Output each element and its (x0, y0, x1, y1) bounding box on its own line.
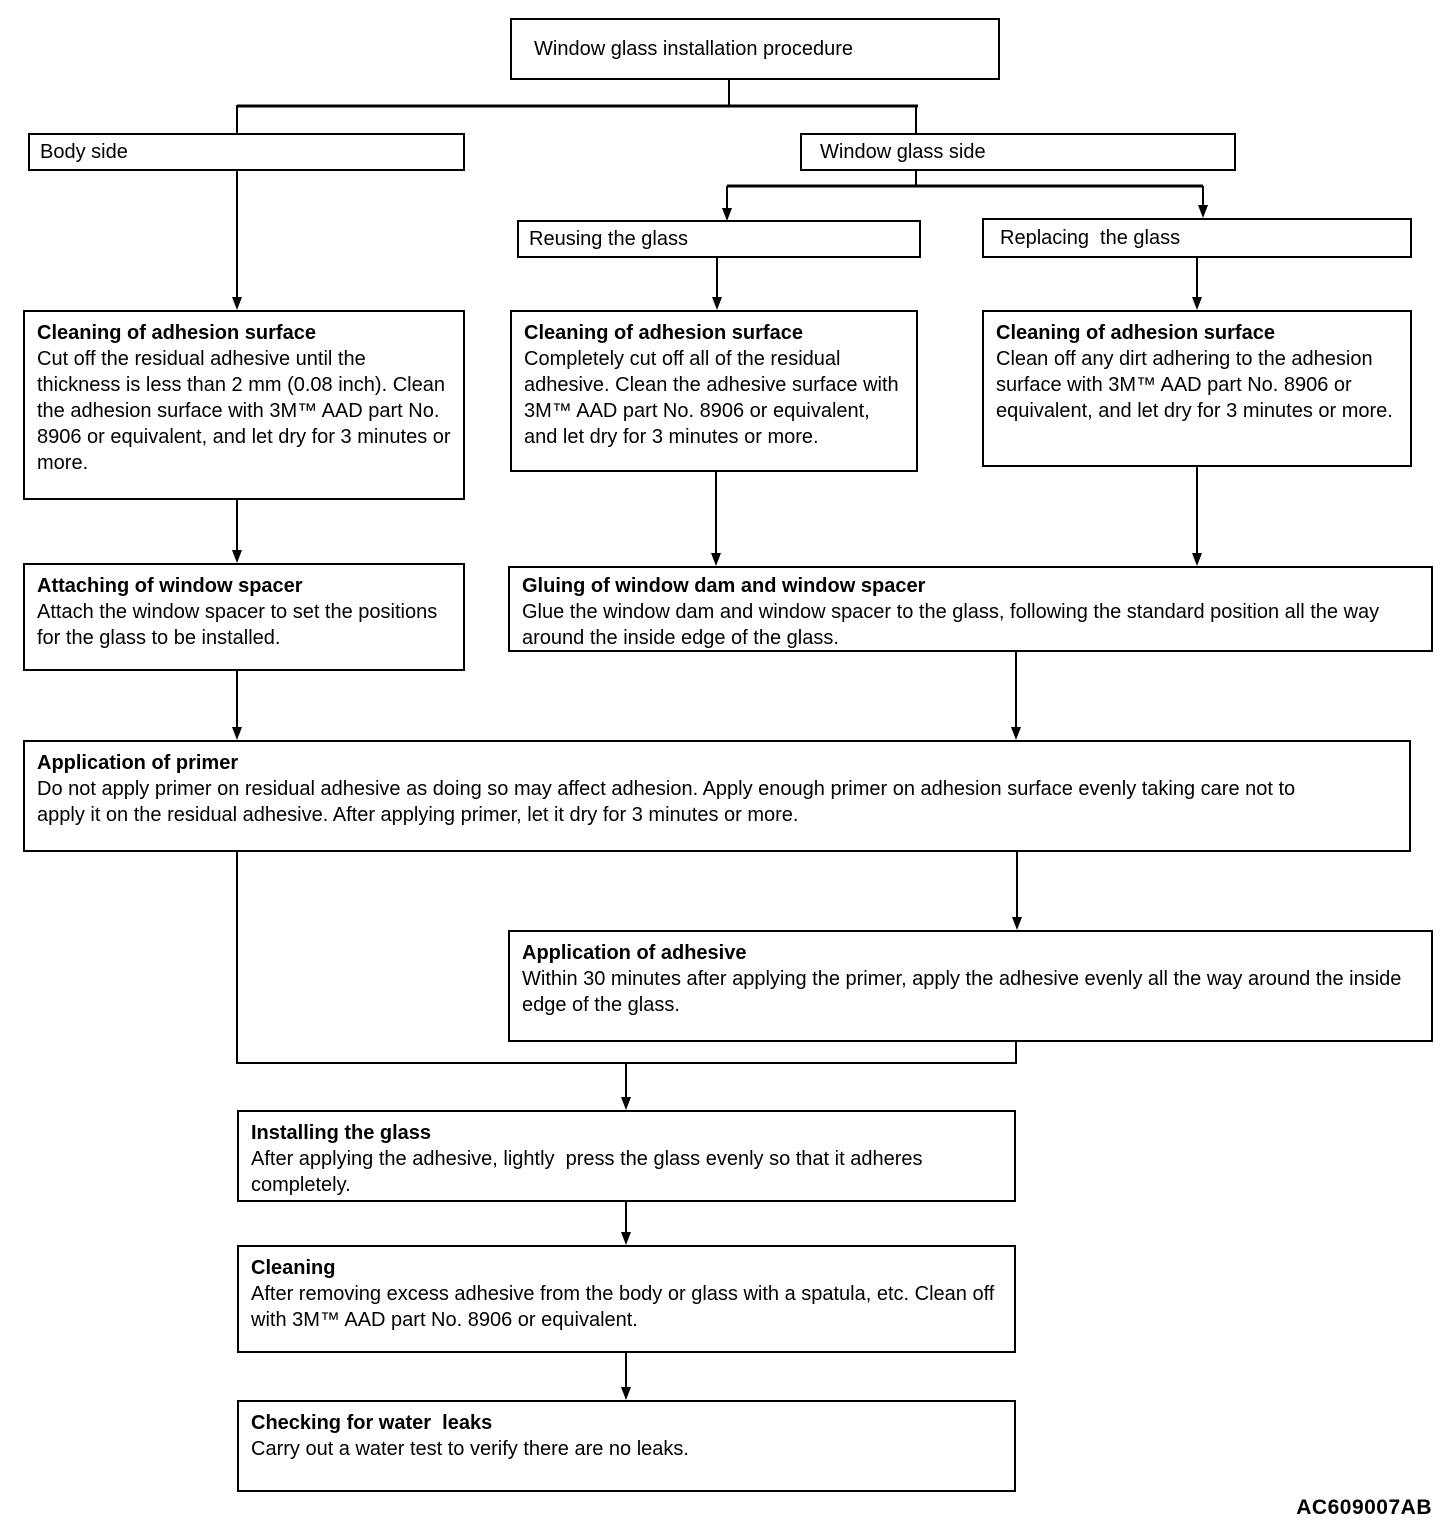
node-attaching-spacer: Attaching of window spacer Attach the wi… (23, 563, 465, 671)
node-checking-water-leaks: Checking for water leaks Carry out a wat… (237, 1400, 1016, 1492)
node-gluing-dam-spacer-text: Glue the window dam and window spacer to… (522, 601, 1385, 649)
node-cleaning-reuse-title: Cleaning of adhesion surface (524, 322, 803, 344)
node-installing-glass-title: Installing the glass (251, 1122, 432, 1144)
node-replacing-glass: Replacing the glass (982, 218, 1412, 258)
node-cleaning-reuse: Cleaning of adhesion surface Completely … (510, 310, 918, 472)
arrow-heads (232, 205, 1208, 1400)
node-cleaning-final: Cleaning After removing excess adhesive … (237, 1245, 1016, 1353)
node-installing-glass-text: After applying the adhesive, lightly pre… (251, 1148, 929, 1196)
node-reusing-glass: Reusing the glass (517, 220, 921, 258)
node-replacing-glass-label: Replacing the glass (1000, 227, 1181, 249)
node-gluing-dam-spacer-title: Gluing of window dam and window spacer (522, 575, 926, 597)
node-application-adhesive-title: Application of adhesive (522, 942, 747, 964)
node-application-primer: Application of primer Do not apply prime… (23, 740, 1411, 852)
node-application-adhesive-text: Within 30 minutes after applying the pri… (522, 968, 1407, 1016)
node-cleaning-body-side: Cleaning of adhesion surface Cut off the… (23, 310, 465, 500)
node-cleaning-final-text: After removing excess adhesive from the … (251, 1283, 1006, 1331)
node-window-glass-side-label: Window glass side (820, 141, 986, 163)
node-application-adhesive: Application of adhesive Within 30 minute… (508, 930, 1433, 1042)
node-start-label: Window glass installation procedure (534, 38, 854, 60)
node-cleaning-replace-title: Cleaning of adhesion surface (996, 322, 1275, 344)
node-attaching-spacer-title: Attaching of window spacer (37, 575, 303, 597)
node-cleaning-final-title: Cleaning (251, 1257, 336, 1279)
node-window-glass-side: Window glass side (800, 133, 1236, 171)
node-checking-water-leaks-text: Carry out a water test to verify there a… (251, 1438, 689, 1460)
node-cleaning-body-side-title: Cleaning of adhesion surface (37, 322, 316, 344)
node-gluing-dam-spacer: Gluing of window dam and window spacer G… (508, 566, 1433, 652)
node-reusing-glass-label: Reusing the glass (529, 228, 688, 250)
node-checking-water-leaks-title: Checking for water leaks (251, 1412, 493, 1434)
node-application-primer-text: Do not apply primer on residual adhesive… (37, 778, 1301, 826)
node-cleaning-replace: Cleaning of adhesion surface Clean off a… (982, 310, 1412, 467)
node-cleaning-replace-text: Clean off any dirt adhering to the adhes… (996, 348, 1393, 422)
node-body-side-label: Body side (40, 141, 128, 163)
node-start: Window glass installation procedure (510, 18, 1000, 80)
node-installing-glass: Installing the glass After applying the … (237, 1110, 1016, 1202)
node-cleaning-reuse-text: Completely cut off all of the residual a… (524, 348, 905, 448)
figure-code-label: AC609007AB (1296, 1496, 1432, 1519)
node-application-primer-title: Application of primer (37, 752, 239, 774)
node-body-side: Body side (28, 133, 465, 171)
connector-lines (236, 80, 1204, 1390)
node-cleaning-body-side-text: Cut off the residual adhesive until the … (37, 348, 457, 474)
node-attaching-spacer-text: Attach the window spacer to set the posi… (37, 601, 443, 649)
